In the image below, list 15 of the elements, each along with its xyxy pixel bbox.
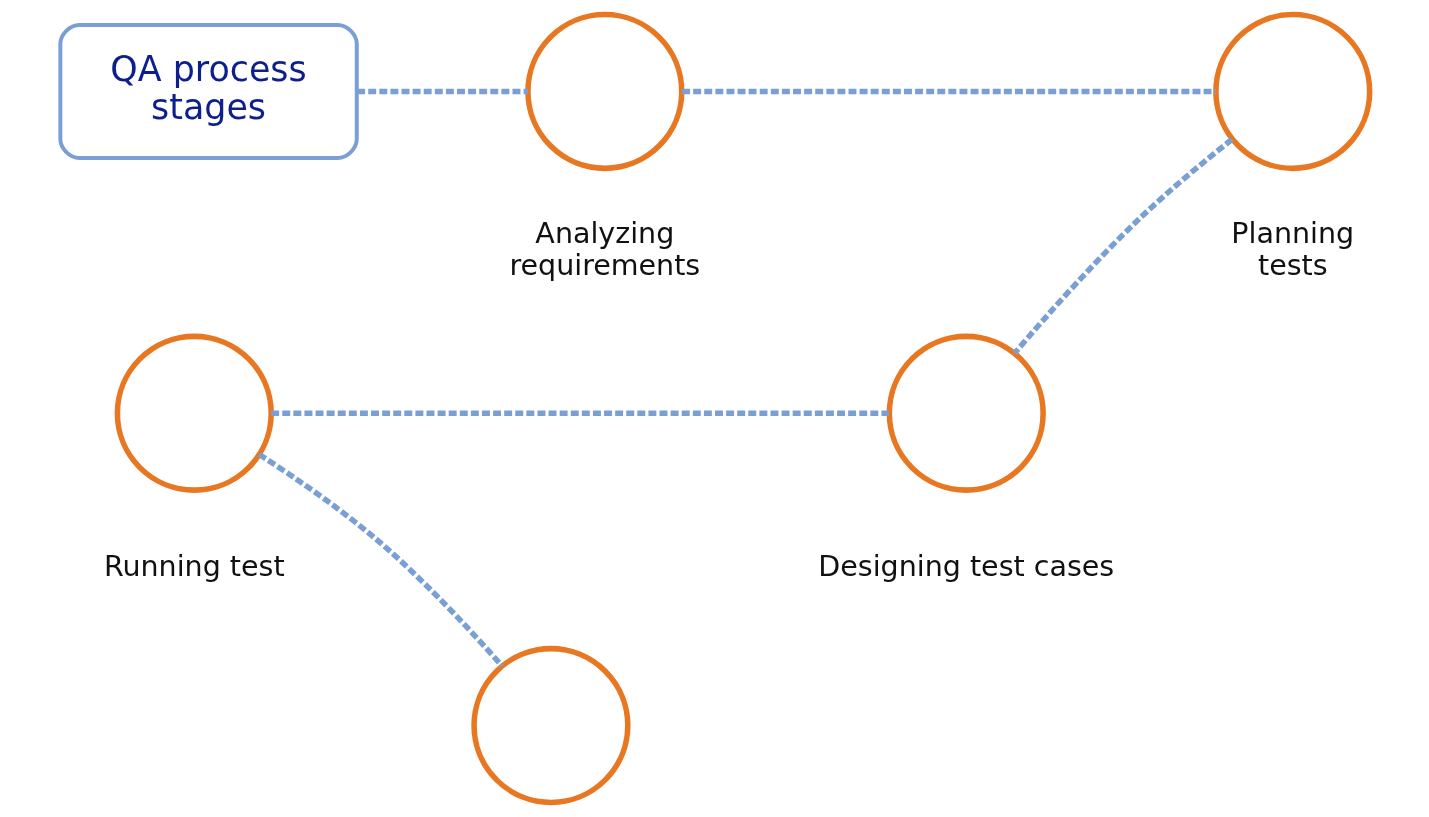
- node-circle: [524, 11, 684, 172]
- connector: [681, 88, 1216, 95]
- node-label: Planning tests: [1230, 217, 1354, 283]
- node-label: Analyzing requirements: [508, 217, 700, 283]
- connector: [257, 452, 504, 668]
- connector: [1012, 137, 1234, 355]
- node-label: Designing test cases: [817, 550, 1114, 584]
- node-label: Running test: [103, 550, 285, 584]
- node-circle: [470, 645, 631, 806]
- node-circle: [114, 333, 274, 493]
- node-box: QA process stages: [57, 22, 359, 161]
- connector: [356, 88, 528, 95]
- node-circle: [886, 333, 1046, 493]
- node-circle: [1212, 11, 1372, 172]
- connector: [270, 410, 889, 417]
